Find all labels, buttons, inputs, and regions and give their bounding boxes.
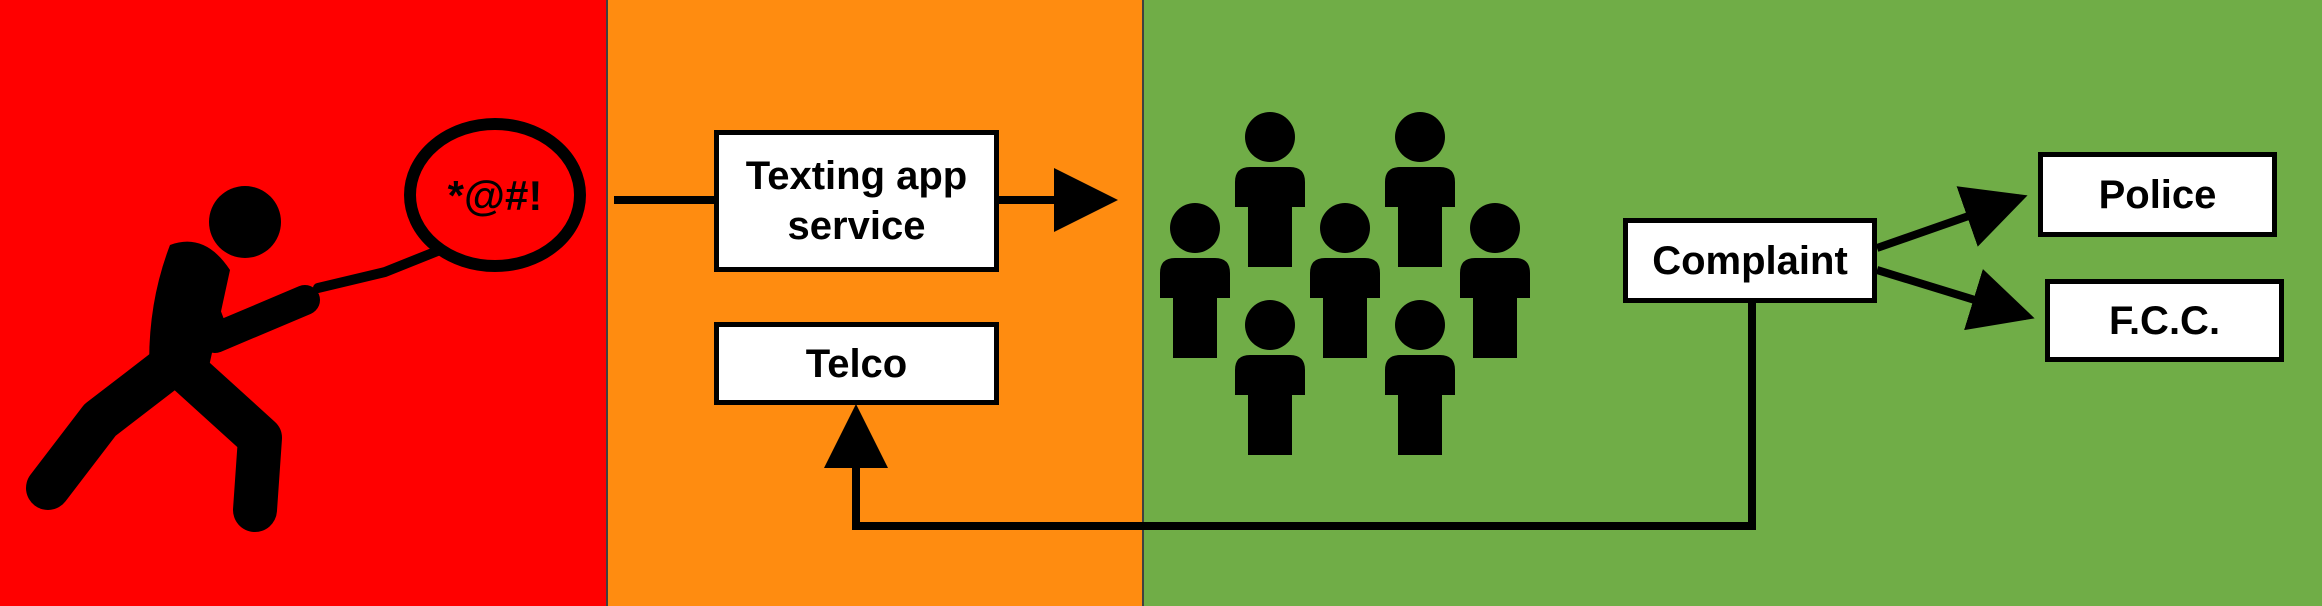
arrow-complaint-to-police	[1875, 186, 2028, 252]
person-icon	[1160, 203, 1230, 358]
fcc-label: F.C.C.	[2108, 298, 2221, 343]
speech-bubble-text: *@#!	[447, 172, 543, 219]
police-box: Police	[2038, 152, 2277, 237]
person-icon	[1235, 112, 1305, 267]
crowd-of-people-icon	[1160, 112, 1530, 455]
arrow-complaint-to-telco	[824, 303, 1756, 530]
texting-app-service-box: Texting app service	[714, 130, 999, 272]
person-icon	[1235, 300, 1305, 455]
panel-divider	[606, 0, 608, 606]
person-icon	[1385, 112, 1455, 267]
texting-app-service-label: Texting app service	[745, 154, 968, 248]
complaint-label: Complaint	[1652, 238, 1848, 283]
speech-bubble-icon	[313, 118, 586, 293]
fcc-box: F.C.C.	[2045, 279, 2284, 362]
person-icon	[1310, 203, 1380, 358]
service-panel	[608, 0, 1142, 606]
arrow-complaint-to-fcc	[1875, 266, 2035, 331]
angry-texting-person-icon	[26, 186, 320, 532]
complaint-box: Complaint	[1623, 218, 1877, 303]
person-icon	[1385, 300, 1455, 455]
person-icon	[1460, 203, 1530, 358]
telco-label: Telco	[805, 341, 908, 386]
telco-box: Telco	[714, 322, 999, 405]
panel-divider	[1142, 0, 1144, 606]
police-label: Police	[2098, 172, 2217, 217]
